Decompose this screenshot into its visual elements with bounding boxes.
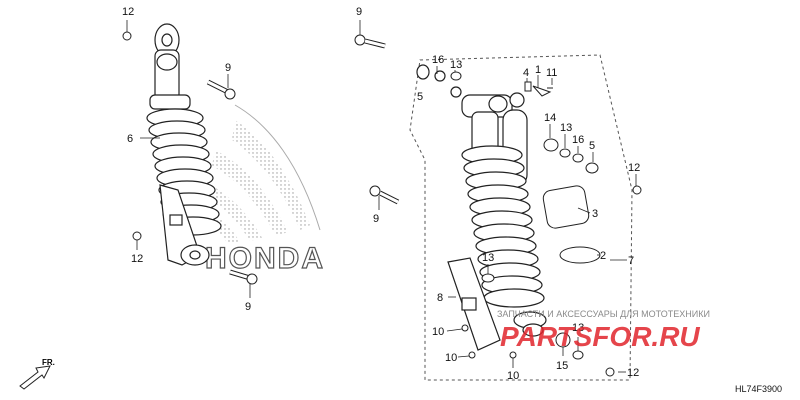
callout-2: 2	[600, 250, 606, 262]
callout-10: 10	[432, 326, 444, 338]
callouts: 12 9 6 12 9 9 9 16 13 5 4 1 11 14 13 16 …	[122, 6, 640, 382]
honda-wing-logo: HONDA	[195, 104, 325, 276]
left-shock-absorber	[146, 23, 222, 266]
watermark-tagline: ЗАПЧАСТИ И АКСЕССУАРЫ ДЛЯ МОТОТЕХНИКИ	[497, 309, 710, 319]
callout-5: 5	[589, 140, 595, 152]
left-fasteners	[122, 31, 258, 285]
watermark: ЗАПЧАСТИ И АКСЕССУАРЫ ДЛЯ МОТОТЕХНИКИ PA…	[497, 309, 710, 352]
bolt-9-left-bottom	[246, 273, 258, 285]
front-direction-arrow: FR.	[19, 358, 55, 390]
callout-10: 10	[445, 352, 457, 364]
callout-12: 12	[628, 162, 640, 174]
bolt-9-left-top	[224, 88, 236, 100]
callout-9: 9	[373, 213, 379, 225]
callout-16: 16	[432, 54, 444, 66]
callout-13: 13	[482, 252, 494, 264]
callout-12: 12	[627, 367, 639, 379]
callout-9: 9	[225, 62, 231, 74]
nut-12-left-top	[122, 31, 132, 41]
honda-logo-text: HONDA	[205, 242, 325, 275]
assembly-7-boundary	[409, 54, 633, 381]
callout-1: 1	[535, 64, 541, 76]
callout-15: 15	[556, 360, 568, 372]
callout-9: 9	[356, 6, 362, 18]
callout-7: 7	[628, 255, 634, 267]
callout-5: 5	[417, 91, 423, 103]
diagram-code: HL74F3900	[735, 384, 782, 394]
right-shock-absorber	[416, 64, 547, 351]
callout-10: 10	[507, 370, 519, 382]
callout-13: 13	[560, 122, 572, 134]
callout-4: 4	[523, 67, 529, 79]
callout-14: 14	[544, 112, 556, 124]
callout-3: 3	[592, 208, 598, 220]
fr-label: FR.	[42, 358, 55, 367]
nut-12-left-bottom	[132, 231, 142, 241]
callout-13: 13	[450, 59, 462, 71]
watermark-site: PARTSFOR.RU	[500, 321, 700, 352]
leader-lines	[126, 20, 637, 373]
callout-12: 12	[131, 253, 143, 265]
callout-16: 16	[572, 134, 584, 146]
callout-6: 6	[127, 133, 133, 145]
callout-9: 9	[245, 301, 251, 313]
callout-8: 8	[437, 292, 443, 304]
right-fasteners	[354, 34, 642, 377]
callout-12: 12	[122, 6, 134, 18]
callout-13: 13	[572, 322, 584, 334]
callout-11: 11	[546, 67, 557, 79]
